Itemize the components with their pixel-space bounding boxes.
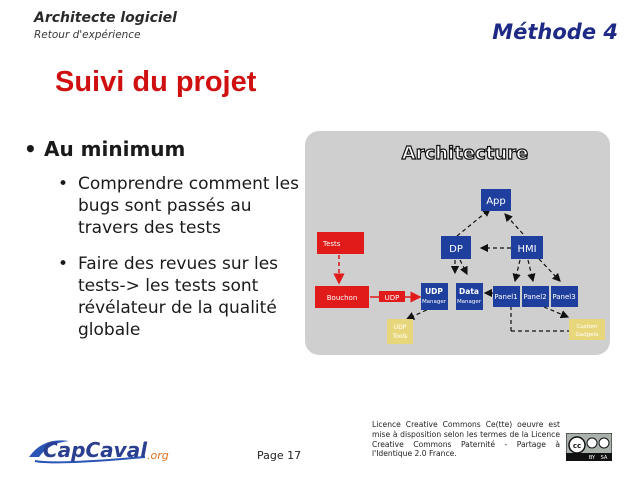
node-panel1 [493, 286, 520, 307]
page-number: Page 17 [257, 449, 302, 462]
node-data-manager-title: Data [459, 287, 479, 296]
node-data-manager-sub: Manager [457, 299, 482, 305]
node-panel2 [522, 286, 549, 307]
node-hmi [511, 236, 543, 259]
node-panel3 [551, 286, 578, 307]
node-custom-gadgets-title: Custom [576, 324, 597, 330]
node-tests-label: Tests [322, 240, 341, 248]
node-app-label: App [486, 196, 506, 207]
bullet-icon: • [58, 174, 69, 194]
node-custom-gadgets-sub: Gadgets [575, 332, 598, 338]
logo-swoosh-icon [29, 440, 69, 457]
architecture-diagram: Architecture App DP HMI [305, 131, 610, 355]
node-panel1-label: Panel1 [494, 293, 517, 301]
logo-text: CapCaval [43, 438, 148, 462]
bullet-icon: • [24, 137, 37, 161]
node-panel3-label: Panel3 [552, 293, 575, 301]
node-custom-gadgets [569, 319, 605, 340]
diagram-title: Architecture [402, 143, 528, 164]
sub-bullet: • Faire des revues sur les tests-> les t… [58, 253, 308, 341]
node-app [481, 189, 511, 211]
header-title: Architecte logiciel [34, 10, 177, 26]
cc-by-sa-icon: cc BY SA [565, 432, 613, 462]
header-subtitle: Retour d'expérience [34, 29, 141, 41]
node-dp [441, 236, 471, 259]
node-udp-manager-sub: Manager [422, 299, 447, 305]
node-dp-label: DP [449, 244, 463, 255]
sa-label: SA [601, 455, 608, 461]
slide-title: Suivi du projet [55, 66, 257, 98]
edge-udp [379, 291, 405, 302]
node-hmi-label: HMI [517, 244, 536, 255]
node-udp-tools-sub: Tools [392, 333, 408, 340]
node-bouchon-label: Bouchon [327, 294, 358, 302]
node-data-manager [456, 283, 483, 310]
method-label: Méthode 4 [492, 20, 618, 44]
node-udp-tools [387, 319, 413, 344]
by-label: BY [589, 455, 596, 461]
license-text: Licence Creative Commons Ce(tte) oeuvre … [372, 420, 560, 459]
node-bouchon [315, 286, 369, 308]
sub-bullet-text: Comprendre comment les bugs sont passés … [78, 174, 299, 238]
node-udp-manager-title: UDP [425, 287, 443, 296]
node-tests [317, 232, 364, 254]
edge-udp-label: UDP [385, 294, 400, 302]
node-panel2-label: Panel2 [523, 293, 546, 301]
sub-bullet-text: Faire des revues sur les tests-> les tes… [78, 254, 279, 340]
bullet-icon: • [58, 254, 69, 274]
main-bullet: • Au minimum [24, 137, 185, 161]
cc-label: cc [573, 442, 581, 450]
node-udp-tools-title: UDP [394, 324, 407, 331]
node-udp-manager [421, 283, 448, 310]
sub-bullet: • Comprendre comment les bugs sont passé… [58, 173, 308, 239]
capcaval-logo: CapCaval .org [25, 435, 185, 467]
main-bullet-text: Au minimum [44, 137, 186, 161]
logo-suffix: .org [147, 449, 169, 462]
